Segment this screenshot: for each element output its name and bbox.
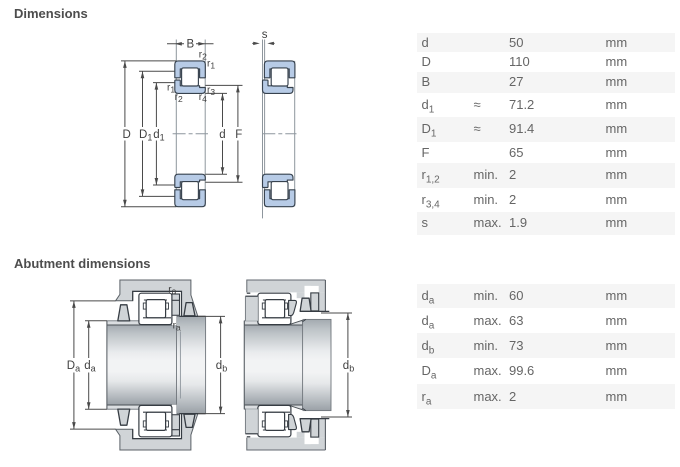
svg-text:da: da [84, 360, 95, 374]
svg-text:B: B [187, 39, 195, 51]
svg-text:r1: r1 [167, 83, 175, 95]
svg-text:F: F [235, 129, 242, 141]
svg-text:ra: ra [168, 284, 176, 296]
svg-text:db: db [343, 360, 354, 374]
svg-text:r3: r3 [207, 85, 215, 97]
svg-text:D1: D1 [139, 129, 152, 143]
svg-text:s: s [262, 29, 268, 41]
svg-text:db: db [216, 360, 227, 374]
svg-text:ra: ra [173, 321, 181, 333]
svg-text:r2: r2 [175, 92, 183, 104]
svg-text:d: d [219, 129, 225, 141]
svg-text:Da: Da [67, 360, 80, 374]
svg-text:D: D [123, 129, 131, 141]
svg-text:r4: r4 [199, 92, 207, 104]
svg-text:r1: r1 [207, 58, 215, 70]
svg-text:r2: r2 [199, 49, 207, 61]
svg-text:d1: d1 [153, 129, 164, 143]
